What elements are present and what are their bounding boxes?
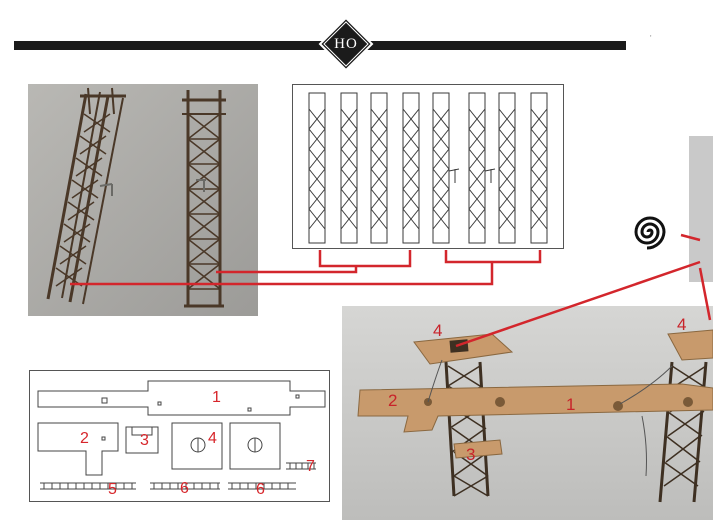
header-title: HO [334,35,358,52]
photo-assembled-towers [28,84,258,316]
grey-background-strip [689,136,713,282]
part-label-6a: 6 [180,480,189,497]
header-diamond-badge [318,16,374,72]
part-2-outline [37,422,119,476]
frame-4 [402,92,420,244]
frame-8 [530,92,548,244]
bridge-photo-drawing [342,306,713,520]
frame-2 [340,92,358,244]
frame-6 [468,92,496,244]
leaning-tower [46,87,126,305]
corner-mark: ' [650,34,652,43]
tower-frames-drawing [308,92,548,244]
photo-label-4-left: 4 [433,321,443,340]
part-label-7: 7 [306,458,315,475]
bracket-left-frames [318,250,412,268]
frame-1 [308,92,326,244]
part-label-2: 2 [80,430,89,447]
tower-photo-drawing [28,84,258,316]
part-4-plate-b [229,422,281,470]
photo-label-4-right: 4 [677,315,687,334]
parts-drawing [37,380,326,490]
part-label-3: 3 [140,432,149,449]
part-1-outline [37,380,326,416]
part-4-plate-a [171,422,223,470]
bracket-right-frames [444,250,542,264]
part-label-5: 5 [108,481,117,498]
part-label-1: 1 [212,389,221,406]
part-3-outline [125,426,159,454]
part-7-ladder [286,462,316,470]
photo-label-1: 1 [566,395,576,414]
plan-parts-sheet: 1 2 3 4 5 6 6 7 [29,370,330,502]
part-label-4: 4 [208,430,217,447]
small-platform-3 [453,439,503,459]
spiral-icon [634,216,666,250]
main-deck [357,383,713,433]
part-5-ladder [40,482,136,490]
frame-7 [498,92,516,244]
photo-label-3: 3 [466,445,476,464]
photo-label-2: 2 [388,391,398,410]
frame-3 [370,92,388,244]
part-label-6b: 6 [256,481,265,498]
plan-tower-frames [292,84,564,249]
header-bar [14,41,626,50]
frame-5 [432,92,460,244]
part-6-ladder-b [228,482,296,490]
photo-bridge-assembly: 4 2 1 3 4 [342,306,713,520]
part-6-ladder-a [150,482,220,490]
